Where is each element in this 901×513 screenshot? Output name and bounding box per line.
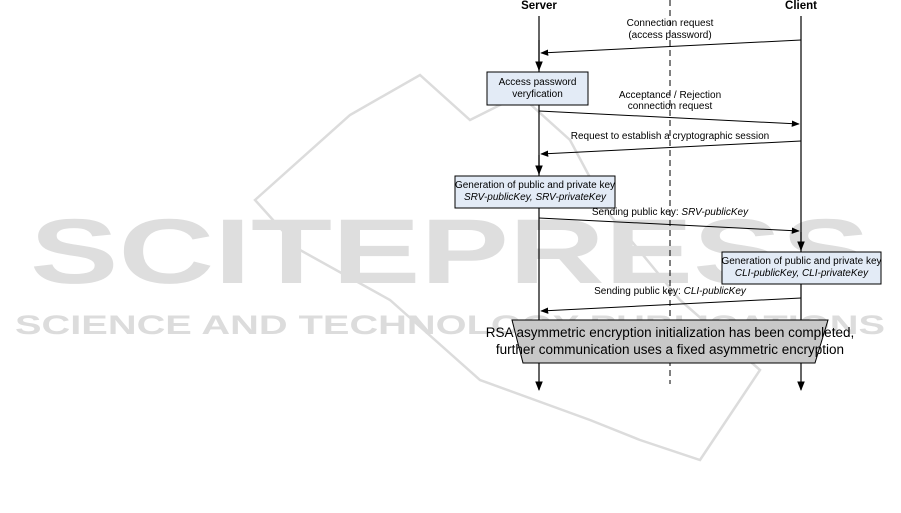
connection-request-line2: (access password) <box>628 30 711 41</box>
server-keygen-line1: Generation of public and private key <box>455 180 615 191</box>
client-keygen-line1: Generation of public and private key <box>721 256 881 267</box>
send-srv-key-label: Sending public key: SRV-publicKey <box>592 207 749 218</box>
acceptance-arrow <box>538 110 800 127</box>
client-keygen-rect <box>721 251 882 285</box>
send-cli-key-arrow <box>540 297 802 314</box>
message-connection-request: Connection request (access password) <box>540 18 802 56</box>
server-heading: Server <box>521 0 557 12</box>
send-srv-key-prefix: Sending public key: <box>592 207 682 218</box>
message-acceptance: Acceptance / Rejection connection reques… <box>538 90 800 127</box>
send-srv-key-arrow <box>538 217 800 234</box>
message-send-cli-key: Sending public key: CLI-publicKey <box>540 286 802 314</box>
completion-banner: RSA asymmetric encryption initialization… <box>486 319 854 364</box>
send-cli-key-name: CLI-publicKey <box>684 286 747 297</box>
connection-request-line1: Connection request <box>627 18 714 29</box>
completion-banner-line1: RSA asymmetric encryption initialization… <box>486 325 854 340</box>
server-keygen-line2: SRV-publicKey, SRV-privateKey <box>464 192 607 203</box>
connection-request-arrow <box>540 39 802 56</box>
server-keygen-rect <box>454 175 616 209</box>
access-verification-line2: veryfication <box>512 89 563 100</box>
send-srv-key-name: SRV-publicKey <box>681 207 749 218</box>
client-keygen-line2: CLI-publicKey, CLI-privateKey <box>735 268 869 279</box>
acceptance-line1: Acceptance / Rejection <box>619 90 721 101</box>
server-keygen-box: Generation of public and private key SRV… <box>454 175 616 209</box>
access-verification-line1: Access password <box>499 77 577 88</box>
client-heading: Client <box>785 0 817 12</box>
watermark: SCITEPRESS SCIENCE AND TECHNOLOGY PUBLIC… <box>15 73 885 462</box>
access-verification-rect <box>486 71 589 106</box>
access-verification-box: Access password veryfication <box>486 71 589 106</box>
message-crypto-session: Request to establish a cryptographic ses… <box>540 131 802 157</box>
message-send-srv-key: Sending public key: SRV-publicKey <box>538 207 800 234</box>
send-cli-key-label: Sending public key: CLI-publicKey <box>594 286 747 297</box>
client-keygen-box: Generation of public and private key CLI… <box>721 251 882 285</box>
crypto-session-arrow <box>540 140 802 157</box>
completion-banner-shape <box>511 319 829 364</box>
acceptance-line2: connection request <box>628 101 713 112</box>
send-cli-key-prefix: Sending public key: <box>594 286 684 297</box>
completion-banner-line2: further communication uses a fixed asymm… <box>496 342 844 357</box>
crypto-session-label: Request to establish a cryptographic ses… <box>571 131 769 142</box>
